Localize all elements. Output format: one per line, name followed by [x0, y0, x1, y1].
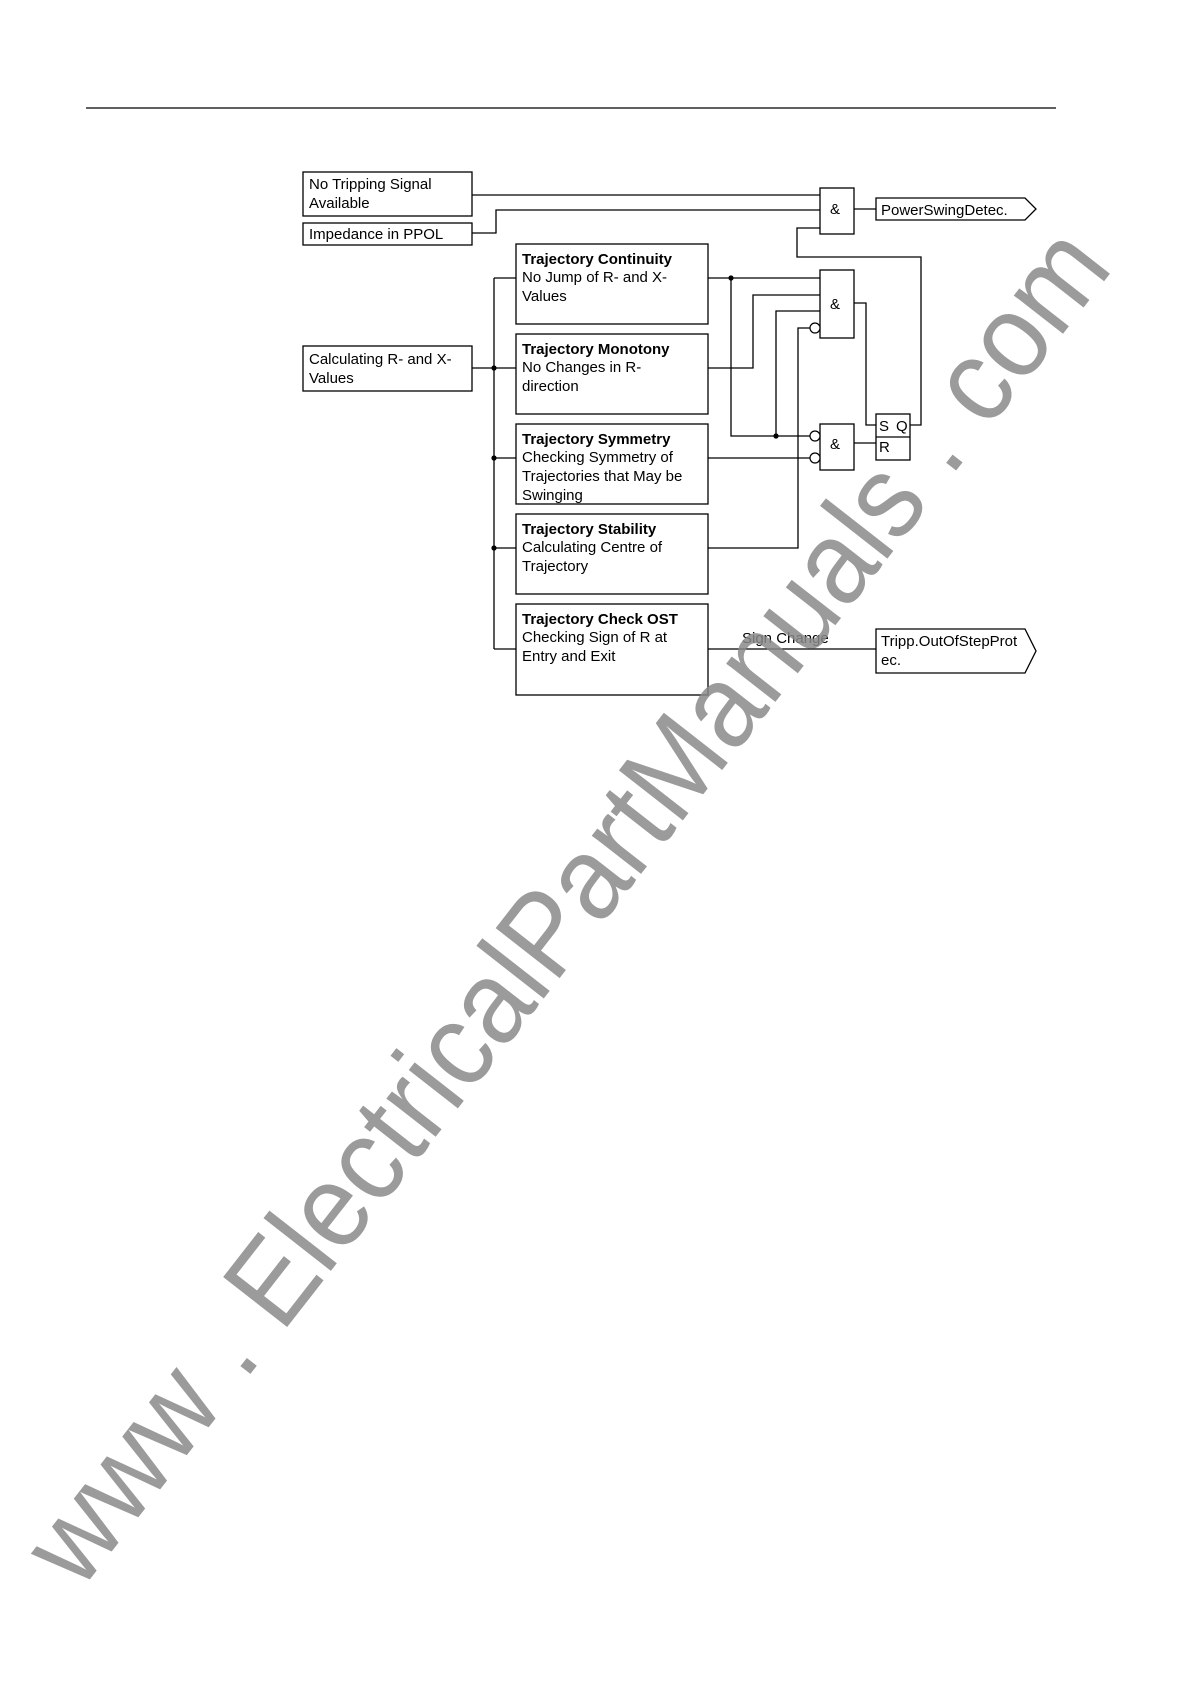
wire-symmetry-branch [775, 310, 820, 436]
output-power-swing-label: PowerSwingDetec. [881, 202, 1008, 219]
input-calculating-line2: Values [309, 370, 354, 387]
output-out-of-step-line1: Tripp.OutOfStepProt [881, 633, 1018, 650]
junction-dot [728, 275, 734, 281]
check-ost-title: Trajectory Check OST [522, 611, 678, 628]
continuity-line2: Values [522, 288, 567, 305]
monotony-line1: No Changes in R- [522, 359, 641, 376]
wire-stability-out [708, 327, 810, 549]
and-gate-set-symbol: & [830, 296, 840, 313]
inverter-bubble [809, 452, 821, 464]
symmetry-line3: Swinging [522, 487, 583, 504]
junction-dot [491, 365, 497, 371]
block-check-ost [515, 603, 709, 696]
wire-continuity-branch [730, 278, 810, 437]
input-calculating-line1: Calculating R- and X- [309, 351, 452, 368]
wire-impedance [472, 209, 820, 234]
block-symmetry [515, 423, 709, 505]
and-gate-reset [819, 423, 855, 471]
wire-monotony-out [708, 294, 820, 369]
block-monotony [515, 333, 709, 415]
input-impedance-box [302, 222, 473, 246]
output-power-swing-box [875, 197, 1037, 221]
symmetry-line1: Checking Symmetry of [522, 449, 674, 466]
junction-dot [773, 433, 779, 439]
and-gate-power-swing [819, 187, 855, 235]
inverter-bubble [809, 322, 821, 334]
input-calculating-box [302, 345, 473, 392]
wire-and2-to-s [854, 302, 876, 426]
flipflop-s-label: S [879, 418, 889, 435]
input-impedance-label: Impedance in PPOL [309, 226, 443, 243]
input-no-tripping-line1: No Tripping Signal [309, 176, 432, 193]
block-stability [515, 513, 709, 595]
flipflop-r-label: R [879, 439, 890, 456]
stability-title: Trajectory Stability [522, 521, 657, 538]
wire-q-feedback [796, 227, 922, 426]
monotony-line2: direction [522, 378, 579, 395]
continuity-title: Trajectory Continuity [522, 251, 673, 268]
output-out-of-step-line2: ec. [881, 652, 901, 669]
sign-change-label: Sign Change [742, 630, 829, 647]
output-out-of-step-box [875, 628, 1037, 674]
check-ost-line1: Checking Sign of R at [522, 629, 668, 646]
and-gate-power-swing-symbol: & [830, 201, 840, 218]
continuity-line1: No Jump of R- and X- [522, 269, 667, 286]
inverter-bubble [809, 430, 821, 442]
symmetry-title: Trajectory Symmetry [522, 431, 671, 448]
input-no-tripping-line2: Available [309, 195, 370, 212]
stability-line1: Calculating Centre of [522, 539, 663, 556]
monotony-title: Trajectory Monotony [522, 341, 670, 358]
block-continuity [515, 243, 709, 325]
flipflop-q-label: Q [896, 418, 908, 435]
junction-dot [491, 545, 497, 551]
input-no-tripping-box [302, 171, 473, 217]
junction-dot [491, 455, 497, 461]
stability-line2: Trajectory [522, 558, 589, 575]
check-ost-line2: Entry and Exit [522, 648, 616, 665]
and-gate-reset-symbol: & [830, 436, 840, 453]
and-gate-set [819, 269, 855, 339]
symmetry-line2: Trajectories that May be [522, 468, 682, 485]
